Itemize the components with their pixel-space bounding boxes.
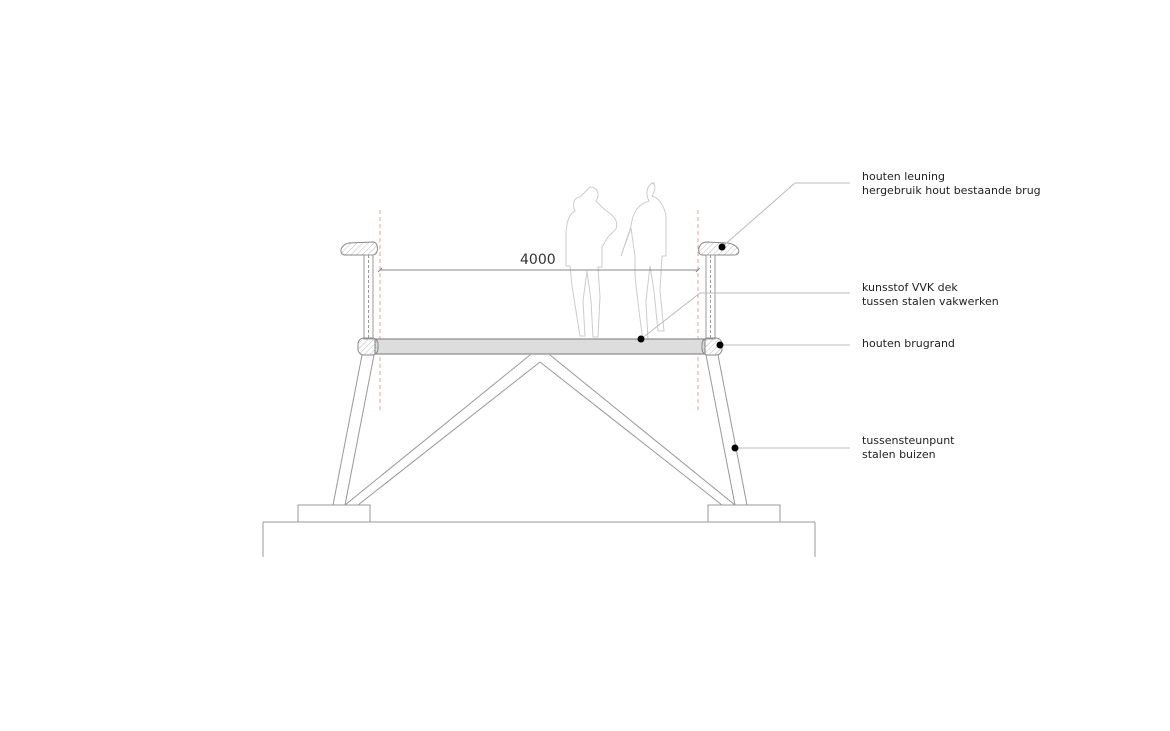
label-line: tussensteunpunt bbox=[862, 434, 955, 447]
label-line: hergebruik hout bestaande brug bbox=[862, 184, 1041, 197]
label-line: houten brugrand bbox=[862, 337, 955, 350]
leader-dots bbox=[637, 243, 739, 452]
label-deck: kunsstof VVK dek tussen stalen vakwerken bbox=[862, 281, 999, 309]
handrail-left bbox=[340, 241, 378, 256]
dimension-label: 4000 bbox=[520, 252, 556, 268]
leader-lines bbox=[640, 182, 850, 449]
label-support: tussensteunpunt stalen buizen bbox=[862, 434, 954, 462]
label-line: houten leuning bbox=[862, 170, 945, 183]
label-edge-beam: houten brugrand bbox=[862, 337, 955, 351]
handrail-right bbox=[698, 241, 740, 256]
axis-lines bbox=[379, 210, 699, 410]
deck bbox=[374, 338, 706, 355]
dimension-line bbox=[377, 267, 701, 273]
label-line: stalen buizen bbox=[862, 448, 936, 461]
railing-posts bbox=[363, 254, 716, 340]
foundation bbox=[262, 504, 816, 557]
label-line: tussen stalen vakwerken bbox=[862, 295, 999, 308]
edge-beam-left bbox=[357, 337, 379, 356]
people-silhouettes bbox=[565, 182, 667, 342]
label-handrail: houten leuning hergebruik hout bestaande… bbox=[862, 170, 1041, 198]
steel-supports bbox=[332, 354, 748, 506]
label-line: kunsstof VVK dek bbox=[862, 281, 958, 294]
